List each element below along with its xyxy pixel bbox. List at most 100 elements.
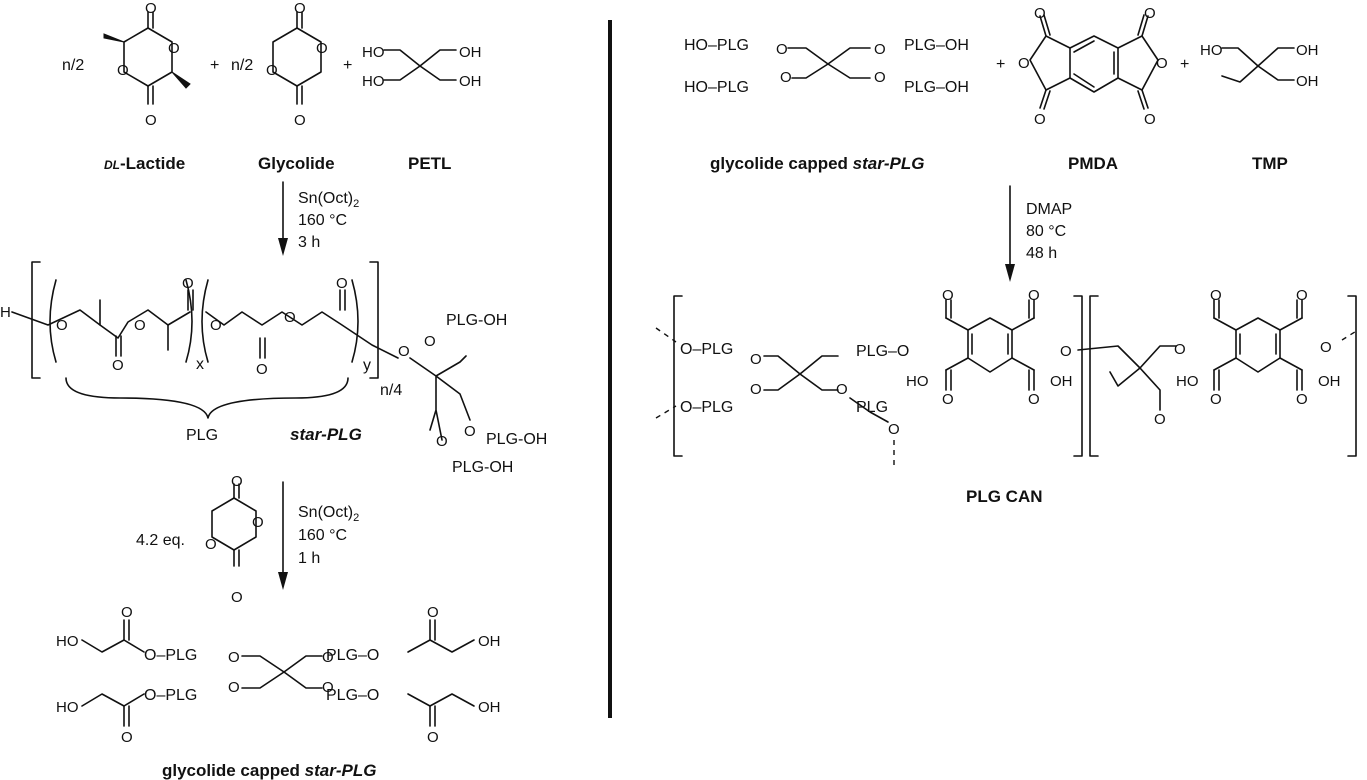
reagent-oxygen-ring-2: O	[205, 536, 217, 553]
star-plg-o-11: O	[464, 423, 476, 440]
reagent-oxygen-bottom: O	[231, 589, 243, 606]
can-o-5: O	[942, 287, 954, 304]
capped-ho-2: HO	[56, 699, 79, 716]
step1-temperature: 160 °C	[298, 212, 347, 229]
right-temperature: 80 °C	[1026, 223, 1066, 240]
can-o-8: O	[1028, 391, 1040, 408]
right-o-4: O	[874, 69, 886, 86]
star-plg-label: star-PLG	[290, 425, 362, 444]
capped-o-link-2: O	[228, 679, 240, 696]
name-dl-lactide: DL-Lactide	[104, 154, 185, 173]
right-arm-2: HO–PLG	[684, 79, 749, 96]
star-plg-o-4: O	[112, 357, 124, 374]
star-plg-o-3: O	[182, 275, 194, 292]
step2-time: 1 h	[298, 550, 320, 567]
pmda-o-4: O	[1144, 5, 1156, 22]
capped-arm-1: O–PLG	[144, 647, 197, 664]
step2-catalyst: Sn(Oct)2	[298, 504, 359, 524]
can-o-16: O	[1320, 339, 1332, 356]
star-plg-structure: H O O O O O O O O O O O O x y n/4 PLG-OH…	[0, 261, 547, 476]
right-o-1: O	[776, 41, 788, 58]
glycolide-oxygen-ring-1: O	[316, 40, 328, 57]
can-arm-3: PLG–O	[856, 343, 909, 360]
reaction-arrow-2	[278, 481, 288, 590]
capped-o-bottom-1: O	[121, 729, 133, 746]
right-name-reactant1: glycolide capped star-PLG	[710, 154, 924, 173]
star-plg-o-6: O	[284, 309, 296, 326]
capped-ho-1: HO	[56, 633, 79, 650]
capped-arm-4: PLG–O	[326, 687, 379, 704]
coeff-glycolide: n/2	[231, 57, 253, 74]
star-plg-o-2: O	[134, 317, 146, 334]
can-o-9: O	[1060, 343, 1072, 360]
petl-ho-2: HO	[362, 73, 385, 90]
right-plus-1: +	[996, 56, 1005, 73]
can-o-3: O	[836, 381, 848, 398]
can-o-13: O	[1296, 287, 1308, 304]
can-o-4: O	[888, 421, 900, 438]
tmp-structure: HO OH OH	[1200, 42, 1319, 90]
capped-o-top-1: O	[121, 604, 133, 621]
can-oh-1: OH	[1050, 373, 1073, 390]
capped-o-link-4: O	[322, 679, 334, 696]
plg-can-structure: O–PLG O–PLG PLG–O PLG O O O O O O O O O …	[655, 287, 1359, 470]
right-arm-4: PLG–OH	[904, 79, 969, 96]
glycolide-structure: O O O O	[266, 0, 328, 129]
right-star-plg-structure: HO–PLG HO–PLG PLG–OH PLG–OH O O O O	[684, 37, 969, 96]
glycolide-oxygen-ring-2: O	[266, 62, 278, 79]
capped-o-link-1: O	[228, 649, 240, 666]
pmda-o-5: O	[1156, 55, 1168, 72]
capped-star-plg-structure: HO HO OH OH O O O O O–PLG O–PLG PLG–O PL…	[56, 604, 501, 746]
tmp-oh-2: OH	[1296, 73, 1319, 90]
can-o-15: O	[1296, 391, 1308, 408]
lactide-oxygen-ring-2: O	[117, 62, 129, 79]
can-o-14: O	[1210, 391, 1222, 408]
can-o-1: O	[750, 351, 762, 368]
pmda-structure: O O O O O O	[1018, 5, 1168, 128]
name-petl: PETL	[408, 154, 451, 173]
can-oh-2: OH	[1318, 373, 1341, 390]
capped-arm-3: PLG–O	[326, 647, 379, 664]
reagent-oxygen-ring-1: O	[252, 514, 264, 531]
star-plg-arm-3: PLG-OH	[452, 459, 513, 476]
reaction-arrow-1	[278, 181, 288, 256]
right-o-3: O	[874, 41, 886, 58]
step1-catalyst: Sn(Oct)2	[298, 190, 359, 210]
star-plg-o-9: O	[398, 343, 410, 360]
capped-o-link-3: O	[322, 649, 334, 666]
right-arm-1: HO–PLG	[684, 37, 749, 54]
reagent-oxygen-top: O	[231, 473, 243, 490]
product-label-left: glycolide capped star-PLG	[162, 761, 376, 780]
star-plg-o-1: O	[56, 317, 68, 334]
star-plg-o-7: O	[256, 361, 268, 378]
star-plg-o-8: O	[336, 275, 348, 292]
can-o-2: O	[750, 381, 762, 398]
can-o-11: O	[1154, 411, 1166, 428]
can-ho-2: HO	[1176, 373, 1199, 390]
dl-lactide-structure: O O O O	[103, 0, 191, 129]
lactide-oxygen-top: O	[145, 0, 157, 17]
star-plg-arm-2: PLG-OH	[486, 431, 547, 448]
tmp-oh-1: OH	[1296, 42, 1319, 59]
repeat-index-x: x	[196, 356, 204, 373]
can-arm-4: PLG	[856, 399, 888, 416]
right-catalyst: DMAP	[1026, 201, 1072, 218]
can-ho-1: HO	[906, 373, 929, 390]
repeat-index-y: y	[363, 357, 371, 374]
petl-structure: HO HO OH OH	[362, 44, 482, 90]
right-plus-2: +	[1180, 56, 1189, 73]
can-o-10: O	[1174, 341, 1186, 358]
petl-ho-1: HO	[362, 44, 385, 61]
step2-equivalents: 4.2 eq.	[136, 532, 185, 549]
capped-oh-2: OH	[478, 699, 501, 716]
pmda-o-1: O	[1034, 5, 1046, 22]
can-o-12: O	[1210, 287, 1222, 304]
tmp-ho: HO	[1200, 42, 1223, 59]
glycolide-oxygen-bottom: O	[294, 112, 306, 129]
capped-o-bottom-2: O	[427, 729, 439, 746]
can-arm-2: O–PLG	[680, 399, 733, 416]
right-arm-3: PLG–OH	[904, 37, 969, 54]
pmda-o-3: O	[1034, 111, 1046, 128]
glycolide-reagent-structure: O O O O	[205, 473, 264, 606]
